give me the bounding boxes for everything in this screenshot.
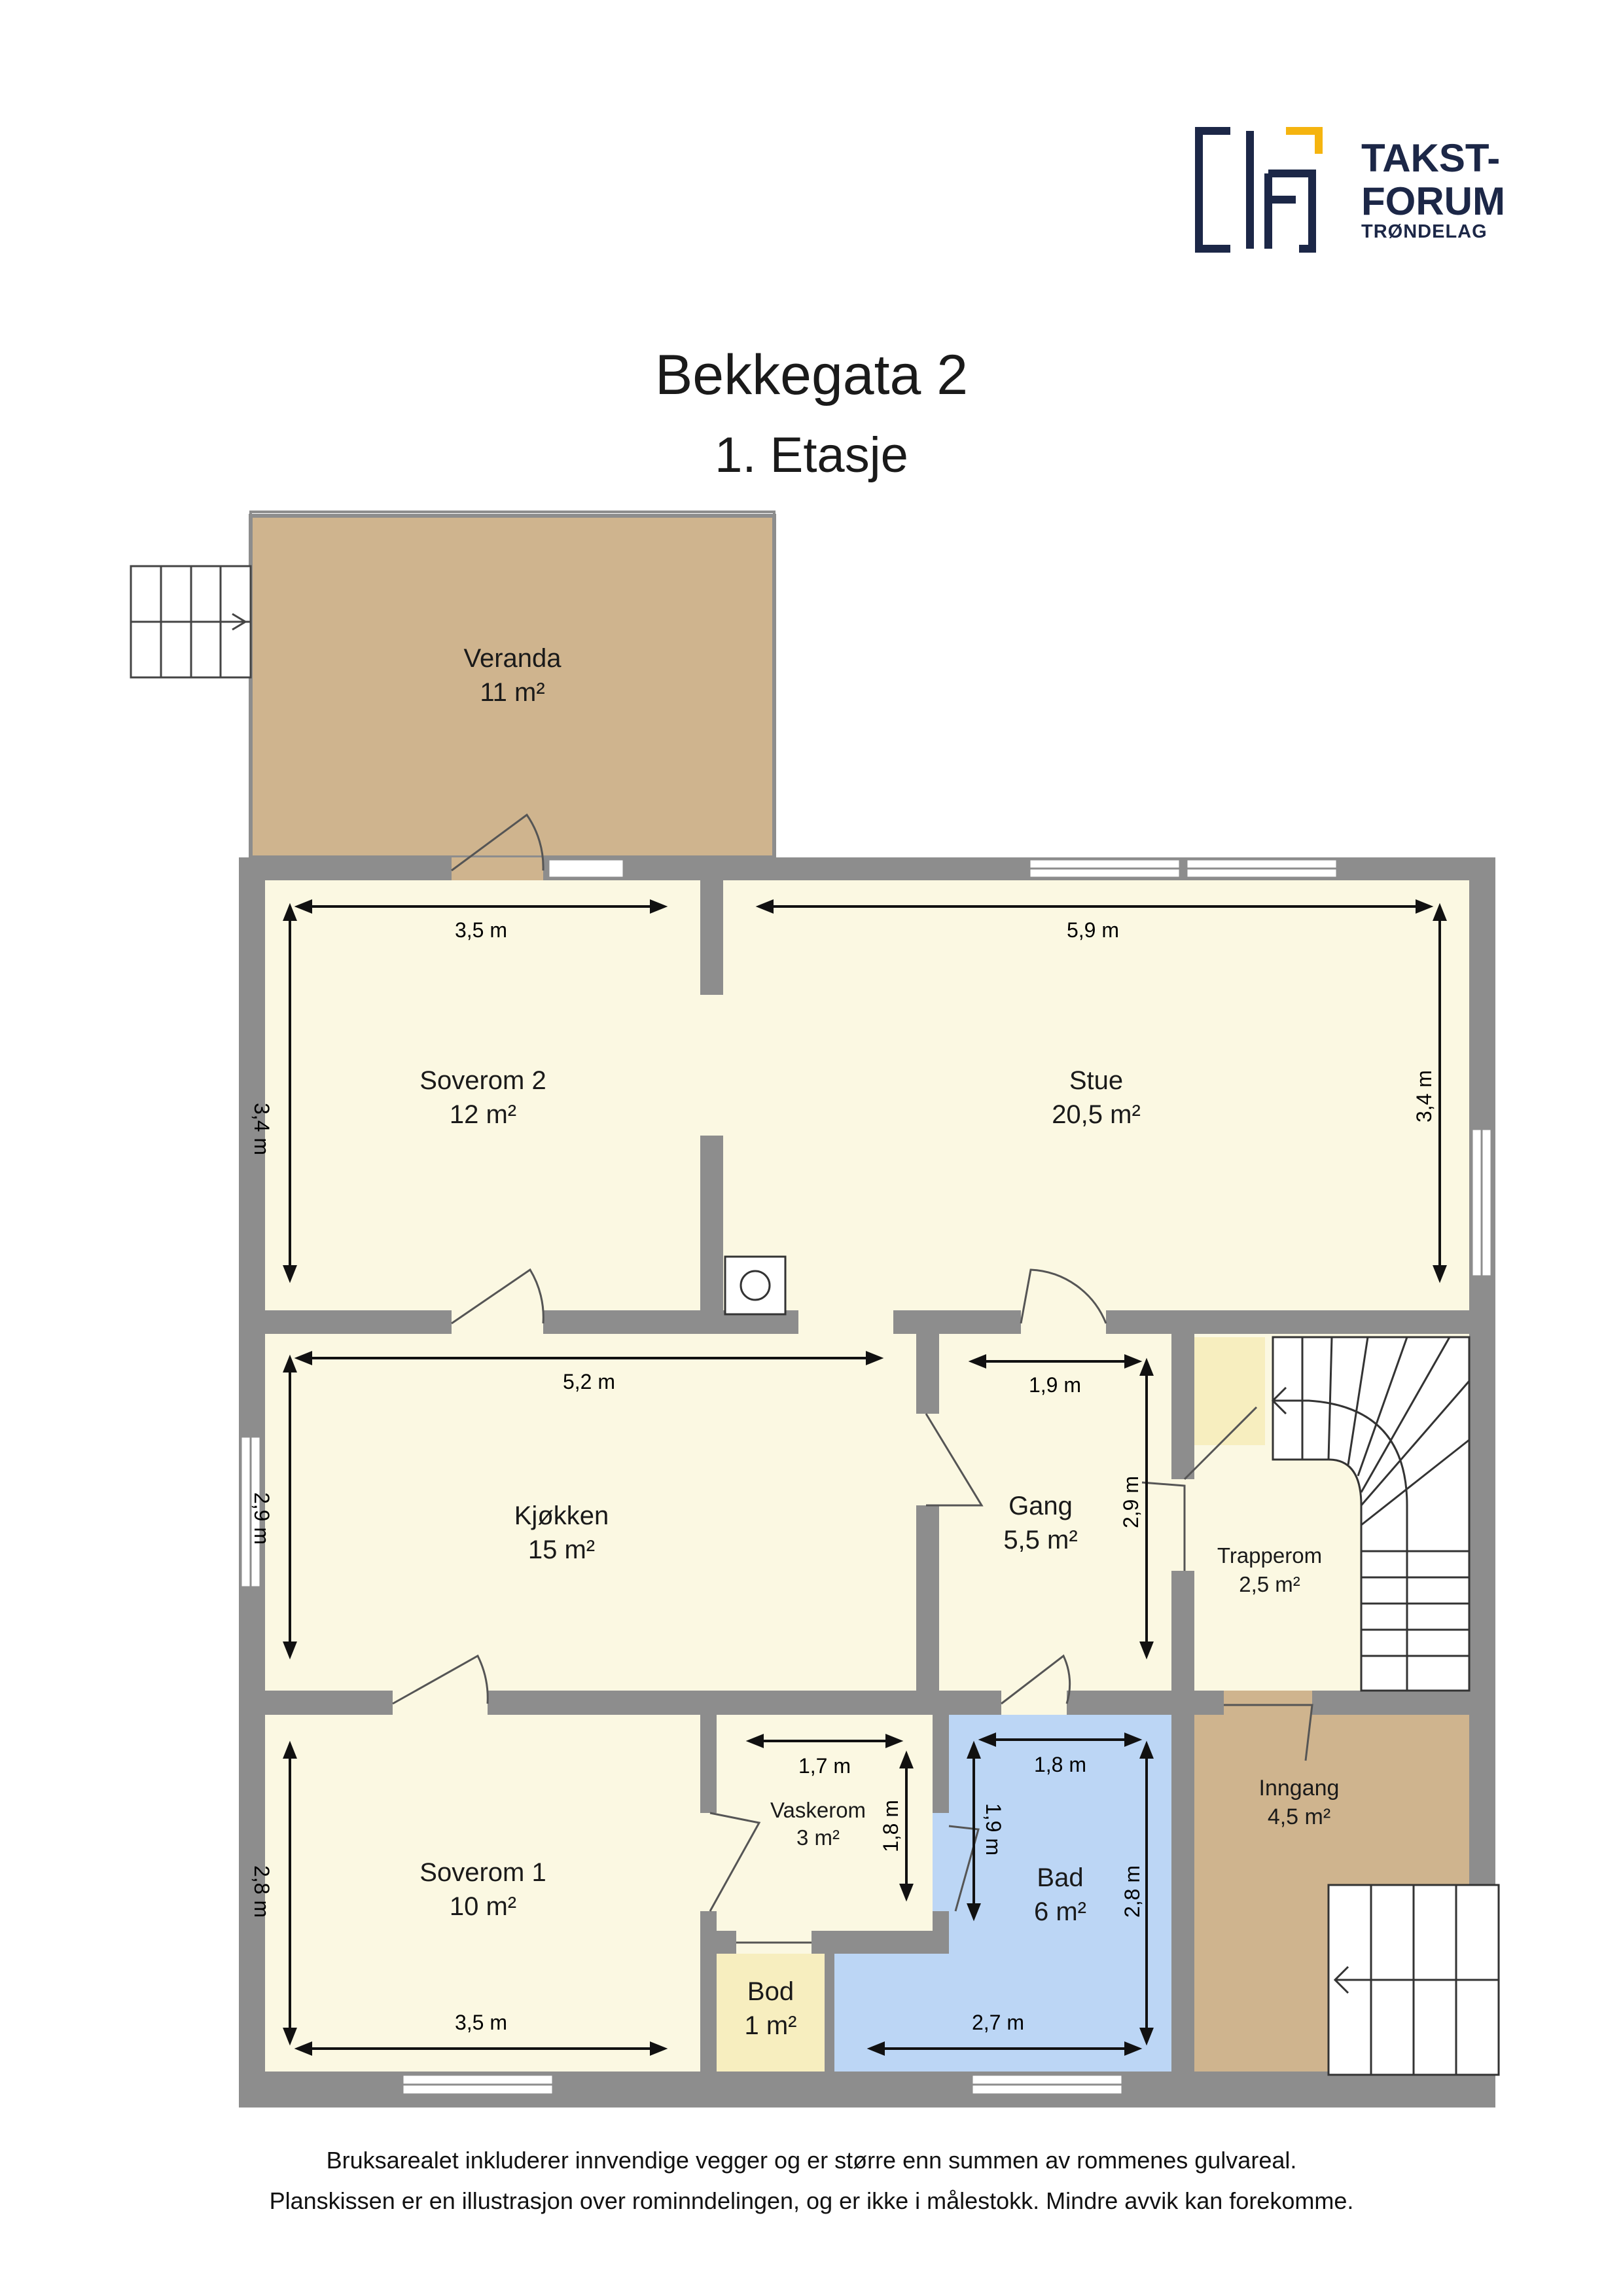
logo-line-3: TRØNDELAG: [1361, 221, 1488, 242]
room-kjokken: [265, 1334, 916, 1691]
dim-bad-depth-right: 2,8 m: [1120, 1865, 1144, 1918]
room-name: Bad: [1037, 1863, 1084, 1892]
room-bod: [717, 1954, 825, 2072]
label-trapperom: Trapperom 2,5 m²: [1188, 1541, 1351, 1599]
room-area: 5,5 m²: [1003, 1526, 1078, 1554]
label-soverom1: Soverom 1 10 m²: [352, 1856, 614, 1924]
label-veranda: Veranda 11 m²: [382, 641, 643, 709]
trapperom-stairs: [1271, 1336, 1471, 1692]
room-name: Gang: [1008, 1492, 1073, 1520]
room-name: Soverom 2: [419, 1066, 546, 1095]
dim-stue-width: 5,9 m: [1066, 918, 1120, 942]
logo-line-2: FORUM: [1361, 179, 1505, 223]
company-logo: [1195, 127, 1323, 253]
windows: [240, 858, 1493, 2096]
room-name: Kjøkken: [514, 1501, 609, 1530]
room-area: 2,5 m²: [1239, 1572, 1300, 1596]
veranda-deck: [249, 514, 776, 859]
dim-soverom1-depth: 2,8 m: [250, 1865, 274, 1918]
veranda-railing: [249, 511, 776, 516]
room-name: Trapperom: [1217, 1543, 1323, 1568]
dim-stue-depth: 3,4 m: [1412, 1069, 1436, 1123]
label-vaskerom: Vaskerom 3 m²: [740, 1797, 897, 1852]
room-area: 10 m²: [449, 1892, 517, 1921]
room-area: 15 m²: [527, 1535, 596, 1564]
room-area: 6 m²: [1034, 1897, 1086, 1926]
room-area: 20,5 m²: [1052, 1100, 1141, 1129]
room-name: Vaskerom: [770, 1798, 866, 1822]
room-name: Veranda: [463, 644, 562, 673]
room-soverom2: [265, 880, 700, 1310]
trapperom-niche: [1194, 1337, 1265, 1445]
room-stue: [723, 880, 1469, 1310]
room-name: Inngang: [1258, 1776, 1340, 1801]
veranda-stairs: [130, 565, 252, 679]
door-swings: [392, 813, 1313, 1944]
dimension-arrows: [283, 899, 1447, 2056]
label-gang: Gang 5,5 m²: [959, 1489, 1122, 1557]
room-vaskerom: [717, 1715, 933, 1931]
dim-bad-width-bottom: 2,7 m: [971, 2011, 1025, 2034]
room-area: 3 m²: [796, 1825, 840, 1850]
dim-bad-depth-left: 1,9 m: [982, 1803, 1005, 1856]
dim-kjokken-width: 5,2 m: [562, 1370, 616, 1393]
room-gang: [939, 1334, 1171, 1691]
room-name: Stue: [1069, 1066, 1124, 1095]
room-area: 11 m²: [480, 678, 545, 707]
dim-vaskerom-width: 1,7 m: [798, 1754, 851, 1778]
entrance-stairs: [1327, 1884, 1500, 2076]
chimney: [724, 1255, 787, 1316]
footer-note-1: Bruksarealet inkluderer innvendige vegge…: [326, 2147, 1297, 2174]
room-area: 1 m²: [744, 2011, 797, 2040]
dim-soverom2-depth: 3,4 m: [250, 1102, 274, 1156]
dim-kjokken-depth: 2,9 m: [250, 1492, 274, 1545]
page-subtitle: 1. Etasje: [715, 427, 908, 483]
footer-note-2: Planskissen er en illustrasjon over romi…: [269, 2187, 1354, 2214]
page-title: Bekkegata 2: [654, 344, 969, 406]
dim-gang-depth: 2,9 m: [1119, 1475, 1143, 1529]
dim-gang-width: 1,9 m: [1028, 1373, 1082, 1397]
room-name: Bod: [747, 1977, 794, 2006]
label-soverom2: Soverom 2 12 m²: [352, 1064, 614, 1132]
dim-vaskerom-depth: 1,8 m: [879, 1799, 902, 1853]
room-area: 12 m²: [449, 1100, 517, 1129]
room-name: Soverom 1: [419, 1858, 546, 1887]
room-area: 4,5 m²: [1267, 1804, 1331, 1829]
label-bod: Bod 1 m²: [717, 1975, 825, 2043]
dim-bad-width-top: 1,8 m: [1033, 1753, 1087, 1776]
label-kjokken: Kjøkken 15 m²: [431, 1499, 692, 1567]
label-bad: Bad 6 m²: [995, 1861, 1126, 1929]
dim-soverom2-width: 3,5 m: [454, 918, 508, 942]
label-stue: Stue 20,5 m²: [965, 1064, 1227, 1132]
room-soverom1: [265, 1715, 700, 2072]
label-inngang: Inngang 4,5 m²: [1217, 1774, 1381, 1831]
room-bad: [834, 1715, 1171, 2072]
logo-line-1: TAKST-: [1361, 136, 1501, 180]
door-openings: [393, 857, 1312, 1954]
dim-soverom1-width: 3,5 m: [454, 2011, 508, 2034]
